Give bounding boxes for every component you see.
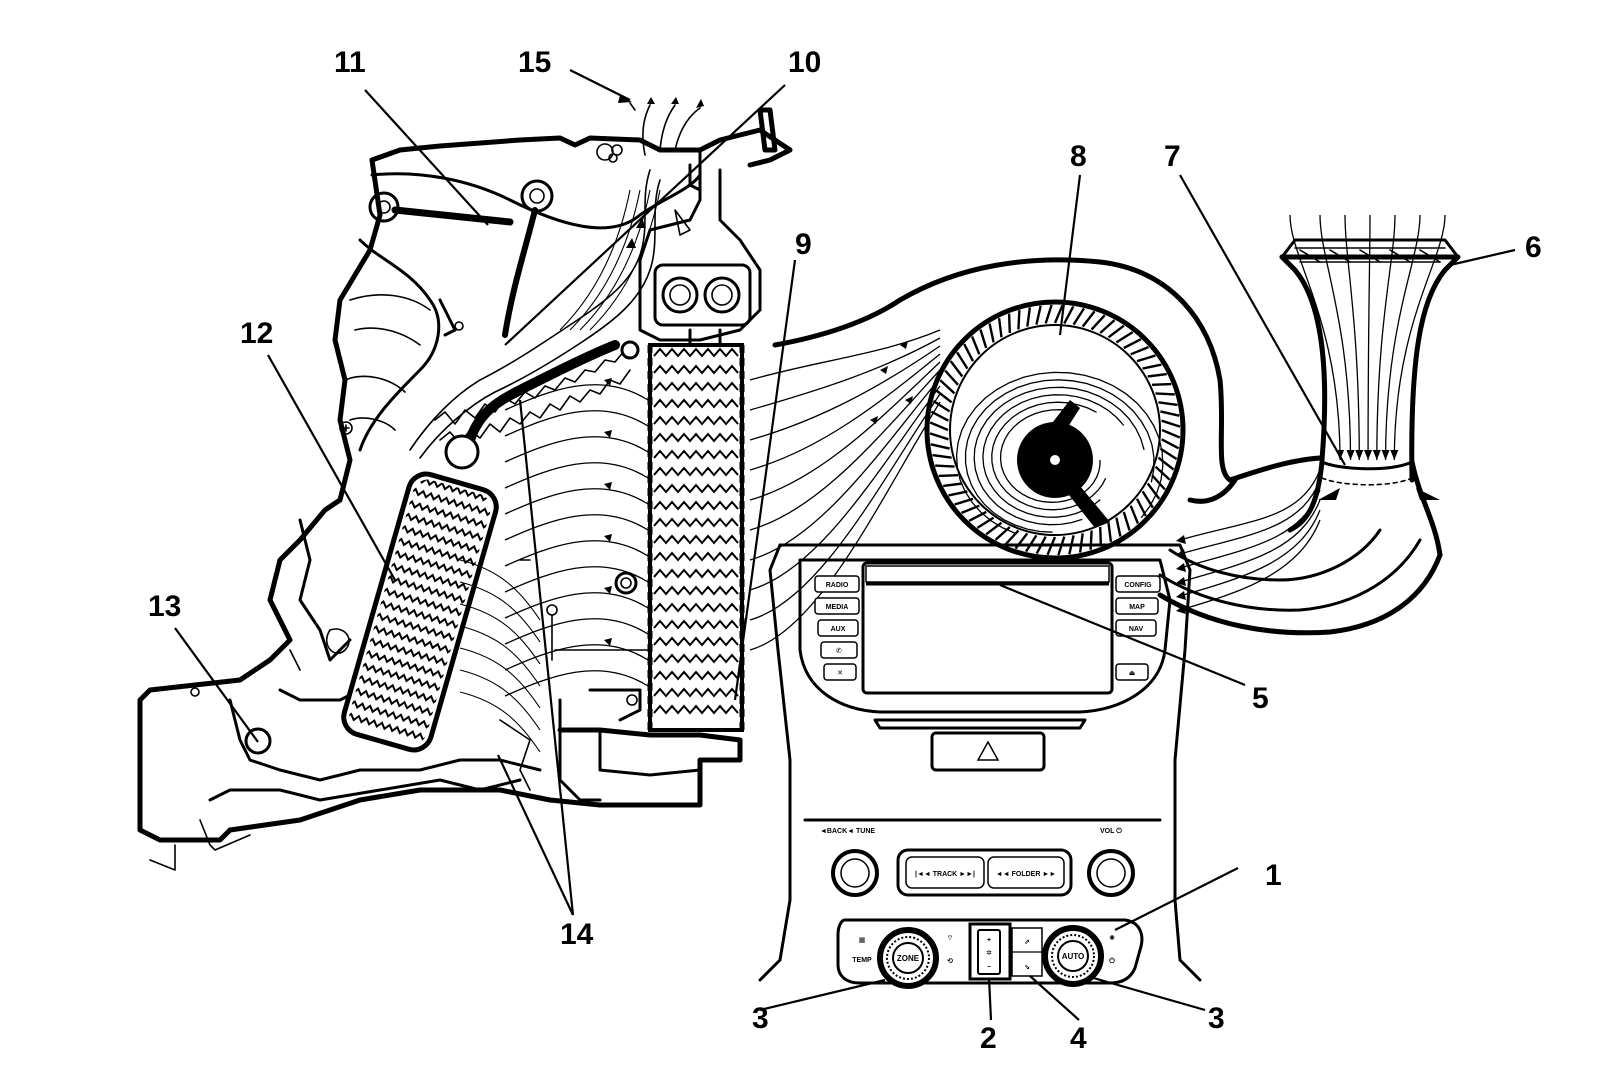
svg-text:MEDIA: MEDIA <box>826 604 849 611</box>
callout-13: 13 <box>148 590 181 623</box>
callout-11: 11 <box>334 46 366 79</box>
fan-speed-switch[interactable] <box>977 929 1001 975</box>
auto-knob[interactable]: AUTO <box>1042 925 1104 987</box>
outlet-airflow-arrows <box>629 97 704 156</box>
callout-5: 5 <box>1252 682 1269 715</box>
svg-text:◄◄ FOLDER ►►: ◄◄ FOLDER ►► <box>996 871 1056 878</box>
rear-defrost-icon: ▦ <box>859 937 866 944</box>
svg-text:ZONE: ZONE <box>897 954 920 963</box>
airflow-lines <box>459 189 1321 753</box>
svg-text:NAV: NAV <box>1129 626 1144 633</box>
callout-9: 9 <box>795 228 812 261</box>
config-button[interactable] <box>1115 575 1161 593</box>
display-screen <box>861 561 1114 695</box>
map-button[interactable] <box>1115 597 1159 615</box>
hazard-button[interactable] <box>930 731 1046 772</box>
eject-button[interactable] <box>1115 663 1149 681</box>
zone-knob[interactable]: ZONE <box>877 927 939 989</box>
callout-3-right: 3 <box>1208 1002 1225 1035</box>
air-inlet-duct <box>1279 214 1461 558</box>
callout-14: 14 <box>560 918 594 951</box>
phone-icon: ✆ <box>836 648 842 655</box>
mute-icon: ✕ <box>837 670 843 677</box>
hazard-icon <box>976 740 1000 761</box>
front-defrost-icon: ⌔ <box>947 935 954 942</box>
media-button[interactable] <box>814 597 860 615</box>
nav-button[interactable] <box>1115 619 1157 637</box>
callout-1: 1 <box>1265 859 1282 892</box>
callout-10: 10 <box>788 46 821 79</box>
fan-icon: ✲ <box>986 949 992 957</box>
mode-door-10 <box>409 169 661 459</box>
callout-7: 7 <box>1164 140 1181 173</box>
callout-12: 12 <box>240 317 273 350</box>
ac-icon: ✺ <box>1109 934 1115 942</box>
folder-button[interactable] <box>987 856 1065 889</box>
hvac-module-housing <box>137 107 793 871</box>
callout-6: 6 <box>1525 231 1542 264</box>
mute-button[interactable] <box>823 663 857 681</box>
air-channel-14 <box>444 340 640 470</box>
svg-text:|◄◄ TRACK ►►|: |◄◄ TRACK ►►| <box>915 871 975 878</box>
eject-icon: ⏏ <box>1129 670 1136 677</box>
evaporator-core <box>647 343 745 732</box>
phone-button[interactable] <box>820 641 858 659</box>
svg-text:AUTO: AUTO <box>1062 952 1085 961</box>
plus-icon: + <box>987 937 991 944</box>
blend-door-11 <box>391 206 538 338</box>
power-icon: ⏻ <box>1109 957 1115 965</box>
tune-knob[interactable] <box>831 849 879 897</box>
svg-text:MAP: MAP <box>1129 604 1145 611</box>
radio-button[interactable] <box>814 575 860 593</box>
callout-8: 8 <box>1070 140 1087 173</box>
track-button[interactable] <box>905 856 985 889</box>
aux-button[interactable] <box>817 619 859 637</box>
recirc-icon: ⟲ <box>947 958 953 965</box>
callout-labels: 1 2 3 3 4 5 6 7 8 9 10 11 12 13 14 15 <box>148 46 1542 1055</box>
callout-3-left: 3 <box>752 1002 769 1035</box>
blower-fan <box>924 299 1186 561</box>
svg-text:◄BACK◄ TUNE: ◄BACK◄ TUNE <box>820 828 875 835</box>
minus-icon: − <box>987 964 991 971</box>
heater-core <box>341 471 499 753</box>
leader-lines <box>174 69 1516 1021</box>
vent-mode-icon: ⇗ <box>1024 939 1030 946</box>
callout-15: 15 <box>518 46 551 79</box>
floor-mode-icon: ⇘ <box>1024 964 1030 971</box>
blower-housing <box>772 257 1443 636</box>
center-stack-panel: RADIO MEDIA AUX ✆ ✕ CONFIG MAP NAV ⏏ ◄BA… <box>758 543 1202 989</box>
svg-text:TEMP: TEMP <box>852 957 872 964</box>
volume-knob[interactable] <box>1087 849 1135 897</box>
svg-text:RADIO: RADIO <box>826 582 849 589</box>
svg-text:VOL ⏻: VOL ⏻ <box>1100 827 1122 835</box>
callout-4: 4 <box>1070 1022 1087 1055</box>
svg-text:AUX: AUX <box>831 626 846 633</box>
svg-text:CONFIG: CONFIG <box>1124 582 1152 589</box>
callout-2: 2 <box>980 1022 997 1055</box>
